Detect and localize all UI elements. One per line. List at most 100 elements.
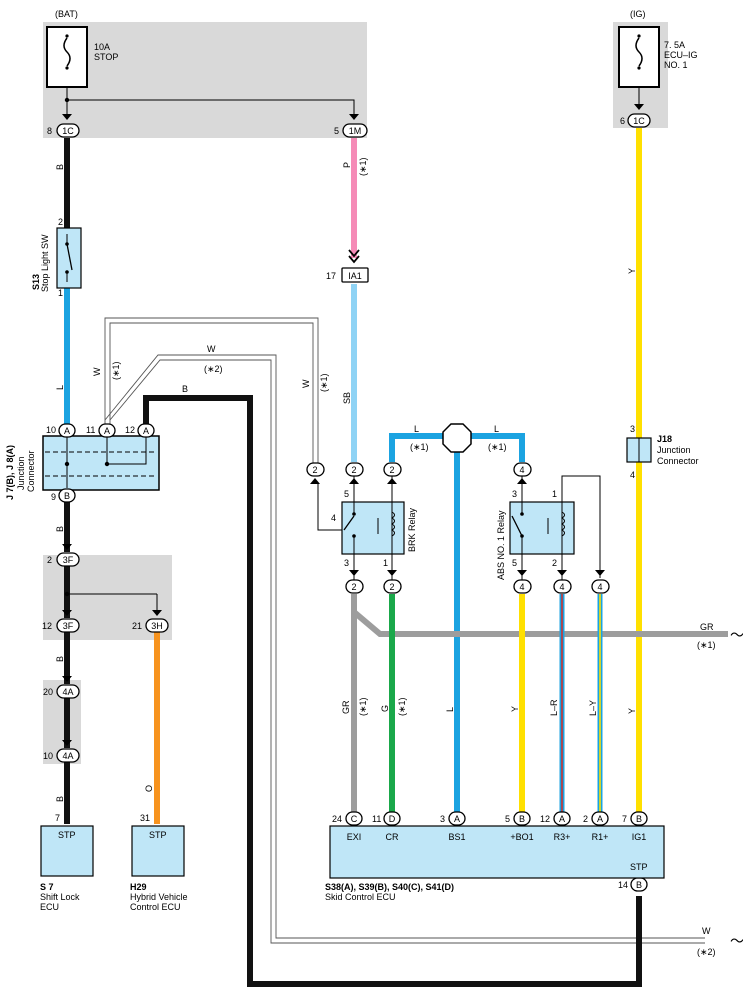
lbl-gr-1-note: (∗1): [358, 697, 368, 716]
wire-gr-trunk: [352, 609, 728, 637]
conn-4a-2: 4A: [62, 751, 73, 761]
fuse-splice-dot: [64, 97, 70, 103]
conn-gr-2: 2: [351, 582, 356, 592]
ig-label: (IG): [630, 9, 646, 19]
lbl-p-note: (∗1): [358, 157, 368, 176]
conn-3f-2: 3F: [63, 621, 74, 631]
lbl-lr: L–R: [549, 699, 559, 716]
s13-pin2: 2: [58, 217, 63, 227]
s7-stp: STP: [58, 830, 76, 840]
abs-pin3: 3: [512, 489, 517, 499]
ecu-ig-fuse-num: NO. 1: [664, 60, 688, 70]
lbl-w-3-note: (∗1): [319, 373, 329, 392]
j18-line1: Junction: [657, 445, 691, 455]
lbl-y-ig1: Y: [627, 708, 637, 714]
s13-name: Stop Light SW: [40, 234, 50, 292]
pin-8: 8: [47, 126, 52, 136]
brk-pin1: 1: [383, 558, 388, 568]
brk-pin4-wire: [317, 484, 342, 531]
conn-1c: 1C: [62, 126, 74, 136]
lbl-b-2: B: [55, 526, 65, 532]
lbl-l-top-left-note: (∗1): [410, 442, 429, 452]
pin-3h-21: 21: [132, 621, 142, 631]
conn-sb-2: 2: [351, 465, 356, 475]
conn-3f-1: 3F: [63, 555, 74, 565]
abs-pin2: 2: [552, 558, 557, 568]
j7-pin12: 12: [125, 425, 135, 435]
j7-pin10: 10: [46, 425, 56, 435]
pin-j18-4: 4: [630, 470, 635, 480]
lbl-l-1: L: [55, 385, 65, 390]
abs-relay-label: ABS NO. 1 Relay: [496, 510, 506, 580]
lbl-y-bo1: Y: [510, 706, 520, 712]
abs-coil-wire: [561, 475, 601, 578]
skid-name: Skid Control ECU: [325, 892, 396, 902]
brk-relay: [341, 501, 405, 555]
bat-fuse-area: [43, 22, 367, 138]
conn-j-a1: A: [64, 426, 70, 436]
s7-code: S 7: [40, 882, 54, 892]
lbl-p: P: [342, 162, 352, 168]
h29-code: H29: [130, 882, 147, 892]
conn-cr: D: [389, 814, 396, 824]
j7-line2: Connector: [26, 450, 36, 492]
pin-h29-31: 31: [140, 813, 150, 823]
shift-lock-ecu-box: [40, 825, 94, 877]
s13-pin1: 1: [58, 288, 63, 298]
lbl-l-bs1: L: [445, 707, 455, 712]
lbl-g: G: [380, 705, 390, 712]
pin-s7-7: 7: [55, 813, 60, 823]
conn-3h: 3H: [151, 621, 163, 631]
h29-stp: STP: [149, 830, 167, 840]
ecu-pin-7: 7: [622, 814, 627, 824]
abs-relay: [509, 501, 575, 555]
break-mark-1: 〜: [730, 627, 743, 643]
s7-line1: Shift Lock: [40, 892, 80, 902]
conn-stp: B: [636, 880, 642, 890]
conn-4a-1: 4A: [62, 687, 73, 697]
j7-pin11: 11: [86, 425, 95, 435]
lbl-w-1: W: [92, 367, 102, 376]
skid-term-ig1: IG1: [632, 832, 647, 842]
j7-code: J 7(B), J 8(A): [5, 445, 15, 500]
stop-light-switch: [56, 227, 82, 289]
ecu-pin-12: 12: [540, 814, 550, 824]
lbl-y-ig: Y: [627, 268, 637, 274]
conn-l-2: 2: [389, 465, 394, 475]
terminal-arrows: [62, 104, 644, 746]
ecu-pin-14: 14: [618, 880, 628, 890]
wire-l-loop-right: [470, 433, 525, 462]
h29-line2: Control ECU: [130, 902, 181, 912]
stop-fuse-amp: 10A: [94, 42, 110, 52]
lbl-sb: SB: [342, 392, 352, 404]
wire-w-2: [104, 354, 705, 944]
h29-line1: Hybrid Vehicle: [130, 892, 188, 902]
brk-pin4: 4: [331, 513, 336, 523]
lbl-l-top-left: L: [414, 424, 419, 434]
skid-term-stp: STP: [630, 862, 648, 872]
conn-bo1: B: [519, 814, 525, 824]
lbl-l-top-right-note: (∗1): [488, 442, 507, 452]
abs-pin5: 5: [512, 558, 517, 568]
lbl-gr-trunk-note: (∗1): [697, 640, 716, 650]
skid-term-r3: R3+: [554, 832, 571, 842]
junction-connector-j7: [42, 435, 160, 491]
brk-pin5: 5: [344, 489, 349, 499]
pin-6: 6: [620, 116, 625, 126]
conn-ia1: IA1: [348, 271, 362, 281]
ecu-pin-11: 11: [372, 814, 381, 824]
conn-j-b: B: [64, 491, 70, 501]
brk-pin3: 3: [344, 558, 349, 568]
ecu-pin-5: 5: [505, 814, 510, 824]
fuse-bus-wire: [66, 87, 355, 118]
conn-1c-ig: 1C: [633, 116, 645, 126]
skid-code: S38(A), S39(B), S40(C), S41(D): [325, 882, 454, 892]
lbl-w-3: W: [301, 379, 311, 388]
conn-r1: A: [597, 814, 603, 824]
ecu-ig-fuse-amp: 7. 5A: [664, 40, 685, 50]
conn-exi: C: [351, 814, 358, 824]
skid-term-exi: EXI: [347, 832, 362, 842]
lbl-w-1-note: (∗1): [111, 361, 121, 380]
ecu-ig-fuse-name: ECU–IG: [664, 50, 698, 60]
lbl-b-3: B: [55, 656, 65, 662]
